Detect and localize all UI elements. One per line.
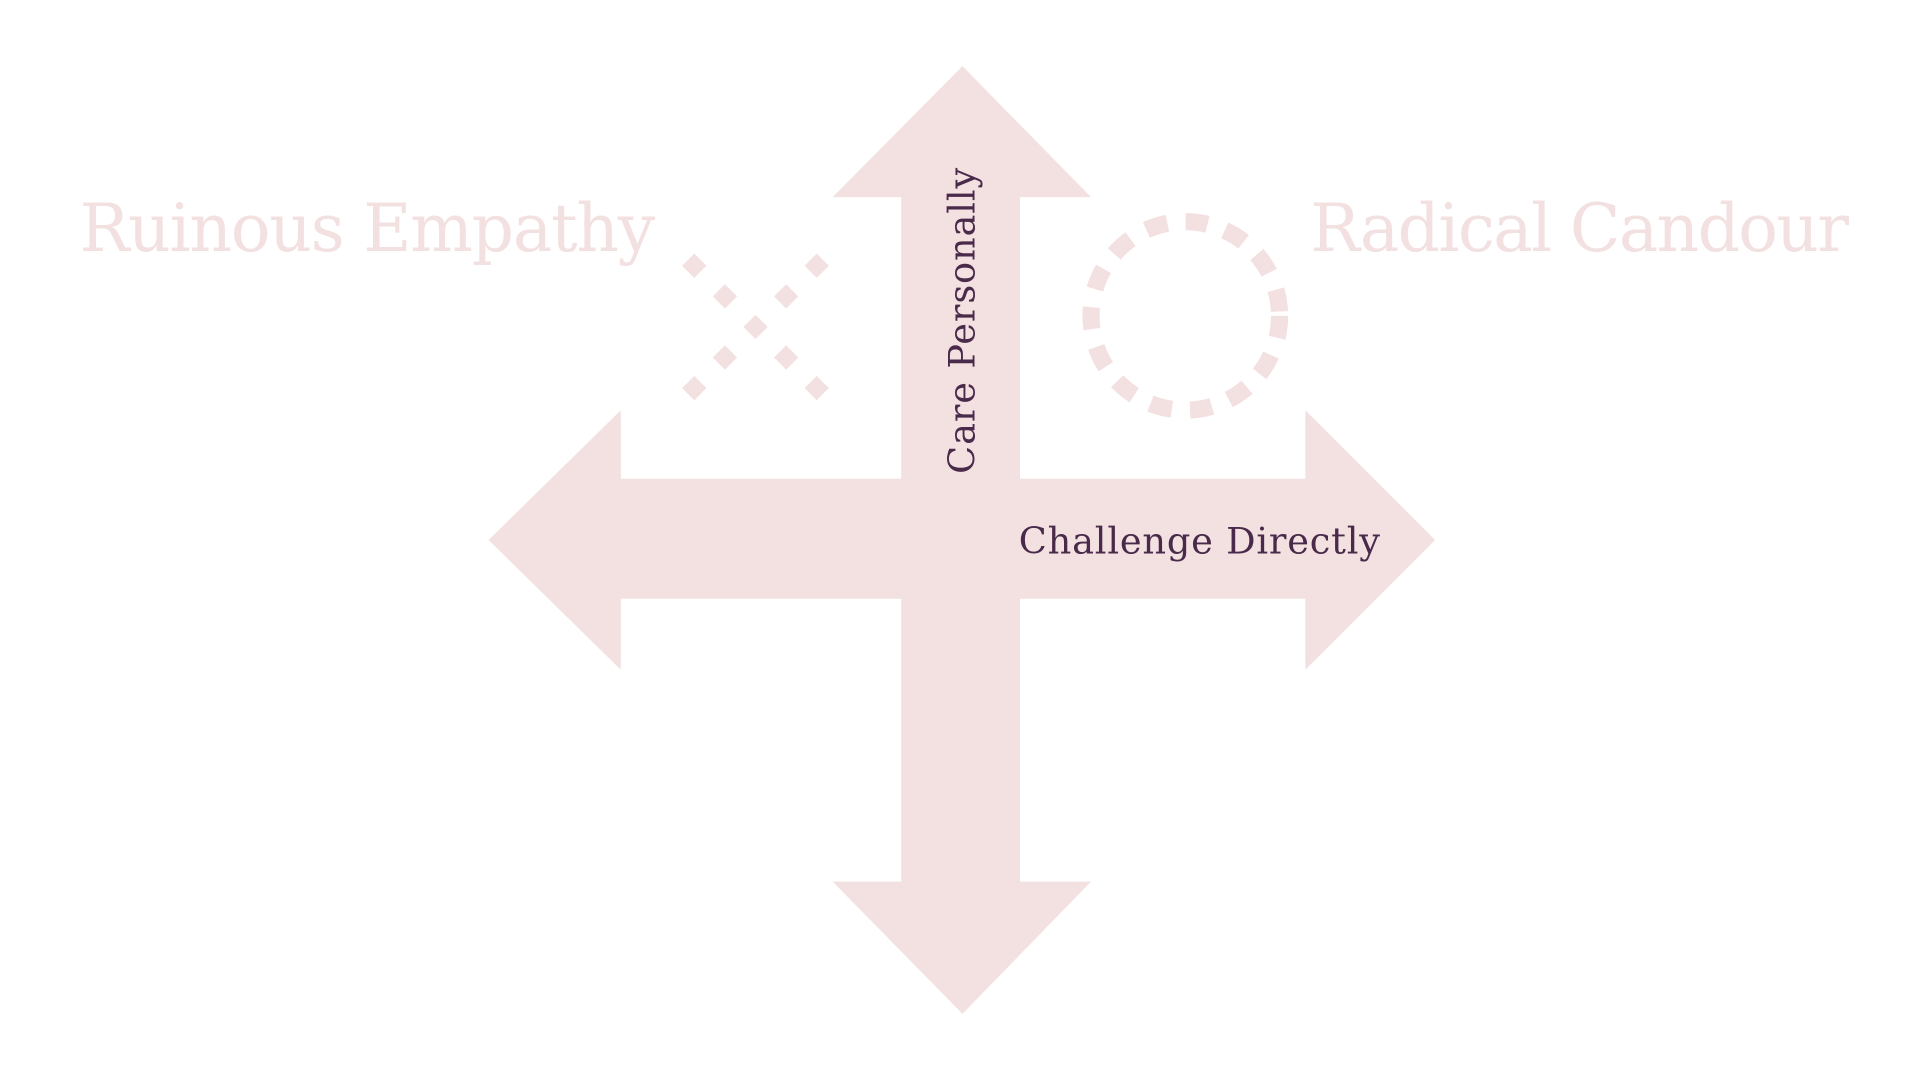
axis-label-care-personally: Care Personally [941, 168, 984, 474]
x-dot [712, 284, 738, 309]
dotted-x-icon [682, 253, 829, 401]
x-dot [682, 253, 707, 278]
dotted-circle-icon [1082, 213, 1289, 419]
x-dot [774, 284, 799, 309]
x-dot [682, 376, 707, 401]
x-dot [774, 345, 799, 370]
quadrant-label-ruinous-empathy: Ruinous Empathy [80, 190, 656, 267]
quadrant-label-radical-candour: Radical Candour [1310, 190, 1849, 267]
horizontal-axis-arrow [488, 410, 1436, 670]
x-dot [743, 314, 768, 340]
x-dot [712, 345, 738, 370]
x-dot [804, 253, 829, 278]
x-dot [804, 376, 829, 401]
axis-label-challenge-directly: Challenge Directly [1019, 519, 1380, 562]
